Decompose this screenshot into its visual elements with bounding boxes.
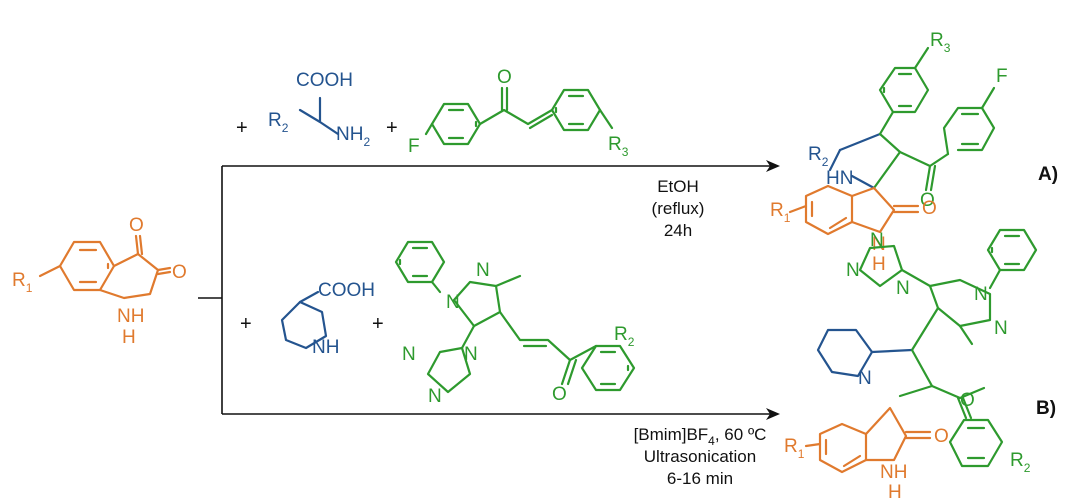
plus-sign: + [386,117,398,139]
route-a-reagents: + COOH R2 NH2 + F O R3 [236,67,629,159]
product-b-pyrazole-n1: N [974,284,988,305]
reaction-arrows [198,160,780,420]
isatin-h: H [122,327,136,348]
triazole-n2: N [464,344,478,365]
product-a-n: N [872,234,886,255]
amino-acid-nh2: NH2 [336,124,370,149]
proline-nh: NH [312,337,339,358]
chalcone-oxygen: O [497,67,512,88]
product-b-triazole-n1: N [870,230,884,251]
amino-acid-cooh: COOH [296,70,353,91]
route-a-temperature: (reflux) [652,199,705,218]
route-b-time: 6-16 min [667,469,733,488]
product-a-h: H [872,254,886,275]
isatin-r1: R1 [12,270,33,295]
product-a-r2: R2 [808,144,829,169]
route-b-conditions: [Bmim]BF4, 60 ºC Ultrasonication 6-16 mi… [634,425,767,488]
product-b-r1: R1 [784,436,805,461]
product-b-n: N [858,368,872,389]
enone-aryl-r2: R2 [614,324,635,349]
pyrazole-n1: N [446,292,460,313]
triazole-n1: N [402,344,416,365]
product-b-pyrazole-n2: N [994,318,1008,339]
route-b-label: B) [1036,398,1056,419]
route-b-solvent-temperature: [Bmim]BF4, 60 ºC [634,425,767,448]
product-a-oxindole-oxygen: O [922,198,937,219]
isatin-amide-oxygen: O [172,262,187,283]
isatin-nh: NH [117,306,144,327]
product-b-triazole-n3: N [896,278,910,299]
route-b-reagents: + COOH NH + N N N N N O R2 [240,240,636,407]
product-b-h: H [888,482,902,503]
product-a-fluorine: F [996,66,1008,87]
product-b-r2: R2 [1010,450,1031,475]
product-a-structure: R3 R2 HN O F O N H R1 [770,30,1008,275]
product-b-oxindole-oxygen: O [934,426,949,447]
triazole-n3: N [428,386,442,407]
plus-sign: + [372,313,384,335]
pyrazole-n2: N [476,260,490,281]
route-a-conditions: EtOH (reflux) 24h [652,177,705,240]
route-a-time: 24h [664,221,692,240]
isatin-ketone-oxygen: O [129,215,144,236]
chalcone-r3: R3 [608,134,629,159]
plus-sign: + [240,313,252,335]
proline-cooh: COOH [318,280,375,301]
route-a-label: A) [1038,164,1058,185]
product-a-hn: HN [826,168,853,189]
product-a-r1: R1 [770,200,791,225]
route-b-activation: Ultrasonication [644,447,756,466]
product-b-nh: NH [880,462,907,483]
plus-sign: + [236,117,248,139]
amino-acid-r2: R2 [268,110,289,135]
enone-oxygen: O [552,384,567,405]
product-b-ketone-oxygen: O [960,390,975,411]
product-a-r3: R3 [930,30,951,55]
isatin-structure: O O NH H R1 [12,215,187,348]
chalcone-fluorine: F [408,136,420,157]
product-b-triazole-n2: N [846,260,860,281]
product-b-structure: N N N N N N O R2 O NH H R1 [784,228,1038,503]
product-a-ketone-oxygen: O [920,190,935,211]
route-a-solvent: EtOH [657,177,699,196]
